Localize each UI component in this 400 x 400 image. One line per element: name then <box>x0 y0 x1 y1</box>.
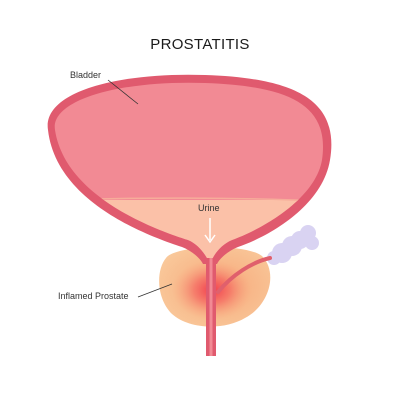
ejaculatory-duct <box>216 256 272 294</box>
bladder-label: Bladder <box>70 70 102 80</box>
diagram-title: PROSTATITIS <box>150 36 250 53</box>
bladder-leader-line <box>107 79 139 105</box>
urethra <box>206 258 216 356</box>
inflamed-prostate-label: Inflamed Prostate <box>58 291 129 301</box>
seminal-vesicle <box>267 225 319 265</box>
urine-label: Urine <box>198 203 220 213</box>
prostate-leader-line <box>137 283 173 298</box>
urine-flow-arrow <box>204 218 216 244</box>
